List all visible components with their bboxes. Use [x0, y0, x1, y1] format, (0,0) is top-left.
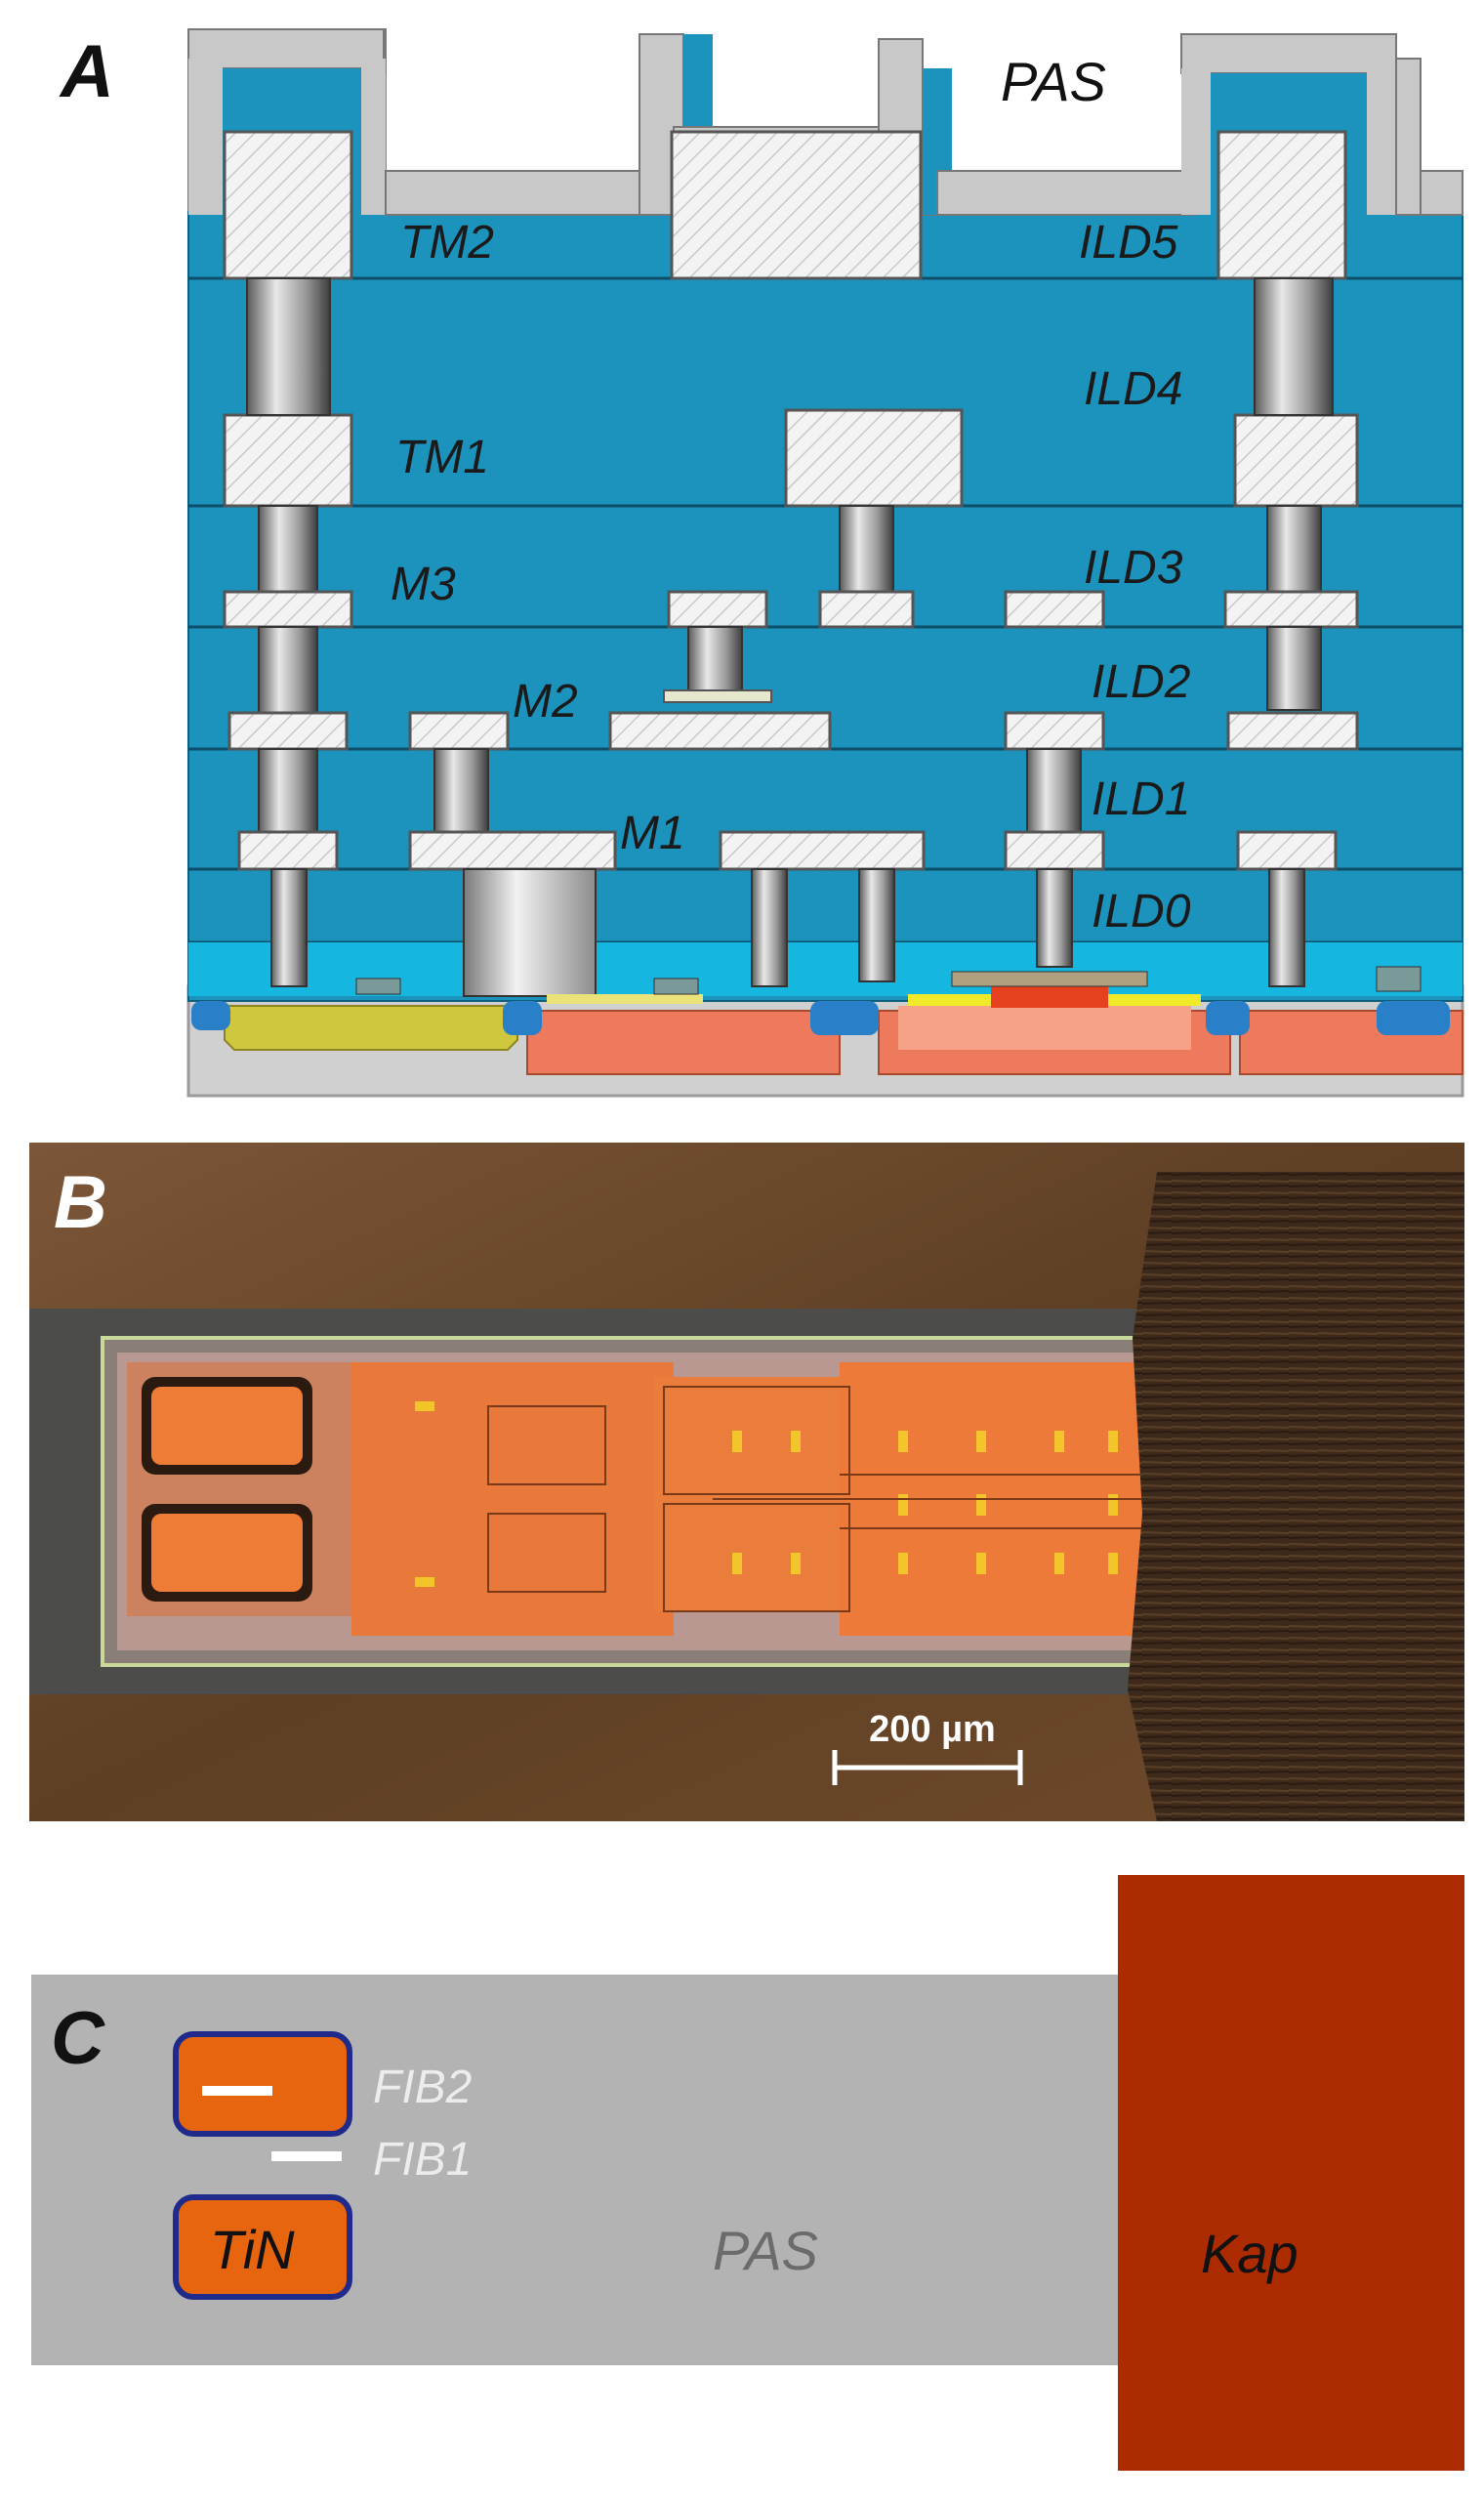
m2-label: M2 [513, 676, 578, 728]
contact [858, 868, 895, 982]
tm2-pad [223, 130, 353, 280]
fib2-marker [202, 2086, 272, 2096]
via [1026, 748, 1082, 833]
contact [1036, 868, 1073, 968]
micrograph [29, 1143, 1464, 1821]
n-well [526, 1010, 841, 1075]
ild0-label: ILD0 [1092, 886, 1191, 938]
tm1-label: TM1 [395, 432, 489, 483]
fib1-label: FIB1 [373, 2134, 473, 2186]
sti [1206, 1001, 1250, 1035]
tm1-pad [223, 413, 353, 508]
contact [751, 868, 788, 987]
m2-pad [408, 711, 510, 751]
m3-pad [1004, 590, 1105, 629]
ild2-label: ILD2 [1092, 656, 1191, 708]
m1-label: M1 [620, 808, 685, 859]
via [258, 505, 318, 595]
m1-pad [1004, 830, 1105, 871]
tin-label: TiN [210, 2219, 295, 2280]
pas-label: PAS [1001, 51, 1106, 112]
tin-pad-top [173, 2031, 352, 2137]
tm2-pad [1216, 130, 1347, 280]
m3-pad [223, 590, 353, 629]
m2-cap [663, 689, 772, 703]
via [258, 748, 318, 833]
tm2-label: TM2 [400, 217, 494, 269]
via [258, 626, 318, 716]
via [433, 748, 489, 833]
schematic [31, 1875, 1464, 2471]
panel-a: A PAS TM2 ILD5 ILD4 TM1 M3 ILD3 M2 ILD2 … [0, 0, 1484, 1113]
sti [191, 1001, 230, 1030]
kapton-cable [1128, 1172, 1464, 1821]
via [246, 277, 331, 416]
scale-bar-label: 200 µm [869, 1709, 996, 1750]
m2-pad [608, 711, 832, 751]
ild4-label: ILD4 [1084, 363, 1183, 415]
p-well [224, 1005, 518, 1051]
m3-pad [667, 590, 768, 629]
sti [503, 1001, 542, 1035]
contact [270, 868, 308, 987]
via [687, 626, 743, 691]
tm1-pad [1233, 413, 1359, 508]
pas-label-c: PAS [713, 2220, 818, 2281]
ild5-label: ILD5 [1079, 217, 1178, 269]
m3-pad [1223, 590, 1359, 629]
sti [1377, 1001, 1450, 1035]
panel-b-letter: B [54, 1161, 107, 1244]
m2-pad [1004, 711, 1105, 751]
ild3-label: ILD3 [1084, 542, 1183, 594]
panel-b: B 200 µm [29, 1143, 1464, 1821]
via [839, 505, 894, 595]
via [1266, 505, 1322, 595]
panel-a-letter: A [61, 30, 114, 113]
tm2-pad [670, 130, 923, 280]
cross-section-diagram [186, 28, 1464, 1098]
kap-region [1118, 1875, 1464, 2471]
m1-pad [237, 830, 339, 871]
via [1266, 626, 1322, 711]
m1-pad [1236, 830, 1338, 871]
ild1-label: ILD1 [1092, 773, 1191, 825]
m2-pad [1226, 711, 1359, 751]
m1-pad [408, 830, 617, 871]
fib2-label: FIB2 [373, 2062, 473, 2113]
sti [810, 1001, 879, 1035]
kap-label: Kap [1201, 2223, 1298, 2284]
via [1254, 277, 1334, 416]
panel-c-letter: C [51, 1997, 104, 2080]
tin-pad-bottom [173, 2194, 352, 2300]
m3-pad [818, 590, 915, 629]
m3-label: M3 [391, 559, 456, 610]
tm1-pad [784, 408, 964, 508]
panel-c: C FIB2 FIB1 TiN PAS Kap [0, 1875, 1484, 2480]
contact [1268, 868, 1305, 987]
m1-pad [719, 830, 926, 871]
m2-pad [227, 711, 349, 751]
scale-bar [832, 1750, 1023, 1785]
big-contact [463, 868, 597, 997]
fib1-marker [271, 2151, 342, 2161]
